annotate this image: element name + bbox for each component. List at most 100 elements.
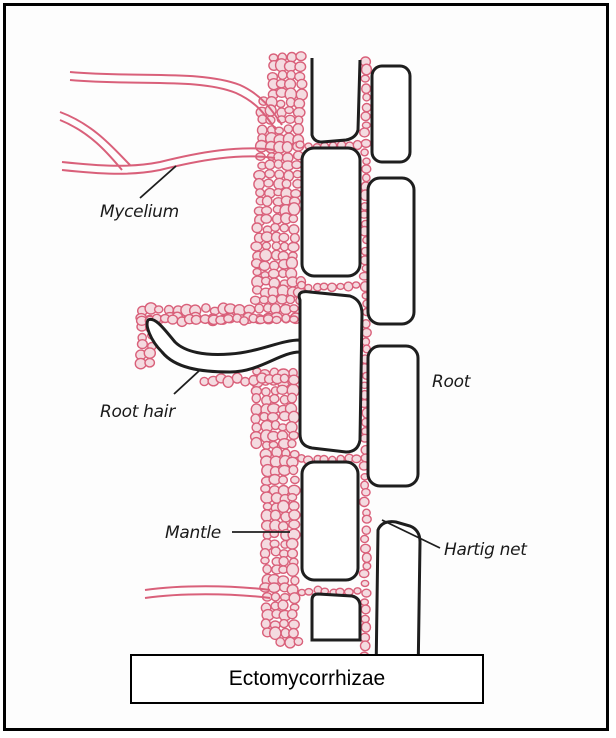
hypha-bubble xyxy=(289,215,297,223)
hypha-bubble xyxy=(263,503,271,510)
hypha-bubble xyxy=(256,189,264,197)
hypha-bubble xyxy=(271,224,280,232)
hypha-bubble xyxy=(289,510,300,520)
hypha-bubble xyxy=(337,283,344,289)
hypha-bubble xyxy=(361,605,370,614)
hypha-bubble xyxy=(288,243,299,252)
hypha-bubble xyxy=(251,404,261,415)
hypha-bubble xyxy=(262,388,270,396)
hypha-bubble xyxy=(287,539,298,550)
label-hartig-net: Hartig net xyxy=(444,540,527,560)
hypha-bubble xyxy=(272,316,281,323)
hypha-bubble xyxy=(191,315,201,324)
hypha-bubble xyxy=(251,438,261,449)
hypha-bubble xyxy=(361,75,369,82)
hypha-bubble xyxy=(155,306,163,313)
hypha-bubble xyxy=(275,170,284,179)
hypha-bubble xyxy=(251,414,260,424)
hypha-bubble xyxy=(271,510,281,520)
hypha-bubble xyxy=(362,328,371,337)
hypha-bubble xyxy=(361,140,370,148)
hypha-bubble xyxy=(362,526,370,534)
hypha-bubble xyxy=(202,304,210,312)
hypha-bubble xyxy=(289,432,298,440)
hypha-bubble xyxy=(294,638,302,646)
hypha-bubble xyxy=(279,233,289,241)
hypha-bubble xyxy=(290,316,298,323)
hypha-bubble xyxy=(252,423,261,432)
hypha-bubble xyxy=(262,207,272,215)
hypha-bubble xyxy=(265,170,274,178)
hypha-bubble xyxy=(352,455,361,463)
hypha-bubble xyxy=(288,440,296,448)
hypha-bubble xyxy=(277,100,285,107)
hypha-bubble xyxy=(282,142,292,153)
hypha-bubble xyxy=(281,242,289,250)
hypha-bubble xyxy=(359,570,368,578)
hypha-bubble xyxy=(293,124,303,135)
hypha-bubble xyxy=(286,295,294,303)
hypha-bubble xyxy=(353,141,361,150)
hypha-bubble xyxy=(264,179,273,187)
hypha-bubble xyxy=(240,317,248,325)
hypha-bubble xyxy=(288,610,297,619)
hypha-bubble xyxy=(280,374,288,382)
hypha-bubble xyxy=(168,315,178,324)
hypha-bubble xyxy=(271,547,280,556)
hypha-bubble xyxy=(363,94,370,101)
hypha-bubble xyxy=(363,174,370,182)
hypha-bubble xyxy=(260,249,272,261)
hypha-bubble xyxy=(275,127,283,134)
hypha-bubble xyxy=(284,125,292,133)
hypha-bubble xyxy=(362,622,371,632)
hypha-bubble xyxy=(289,620,299,629)
hypha-bubble xyxy=(252,394,260,403)
hypha-bubble xyxy=(295,62,306,71)
label-mycelium: Mycelium xyxy=(100,202,179,222)
hypha-bubble xyxy=(269,269,279,278)
hypha-bubble xyxy=(354,588,361,594)
hypha-bubble xyxy=(287,71,295,80)
hypha-bubble xyxy=(276,638,285,647)
hypha-bubble xyxy=(264,315,273,323)
hypha-bubble xyxy=(262,242,270,249)
hypha-bubble xyxy=(360,497,369,506)
hypha-bubble xyxy=(289,466,298,475)
hypha-bubble xyxy=(138,340,148,349)
hypha-bubble xyxy=(259,261,269,270)
hypha-bubble xyxy=(224,315,233,323)
root-cells xyxy=(299,58,420,690)
hypha-bubble xyxy=(361,544,371,553)
hypha-bubble xyxy=(287,53,296,62)
hypha-bubble xyxy=(362,589,371,597)
caption-text: Ectomycorrhizae xyxy=(229,667,385,691)
hypha-bubble xyxy=(144,348,155,358)
hypha-bubble xyxy=(362,84,371,93)
hypha-bubble xyxy=(200,377,208,385)
hypha-bubble xyxy=(254,179,264,190)
hypha-bubble xyxy=(362,104,371,112)
hypha-bubble xyxy=(353,282,360,288)
hypha-bubble xyxy=(297,79,307,88)
hypha-bubble xyxy=(320,283,328,290)
hypha-bubble xyxy=(289,520,300,529)
hypha-bubble xyxy=(361,599,369,605)
hypha-bubble xyxy=(261,485,270,493)
hypha-bubble xyxy=(288,203,299,215)
hypha-bubble xyxy=(285,107,293,114)
hypha-bubble xyxy=(362,165,371,173)
hypha-bubble xyxy=(363,158,370,164)
hypha-bubble xyxy=(288,393,297,403)
hypha-bubble xyxy=(280,620,288,628)
hypha-bubble xyxy=(278,501,289,513)
hypha-bubble xyxy=(293,171,301,178)
hypha-bubble xyxy=(361,615,369,622)
hypha-bubble xyxy=(268,295,277,304)
root-hair xyxy=(147,319,300,372)
hypha-bubble xyxy=(291,576,299,584)
hypha-bubble xyxy=(363,563,371,570)
label-root-hair: Root hair xyxy=(100,402,175,422)
hypha-bubble xyxy=(261,619,270,629)
hypha-bubble xyxy=(290,305,298,312)
hypha-bubble xyxy=(145,359,154,367)
